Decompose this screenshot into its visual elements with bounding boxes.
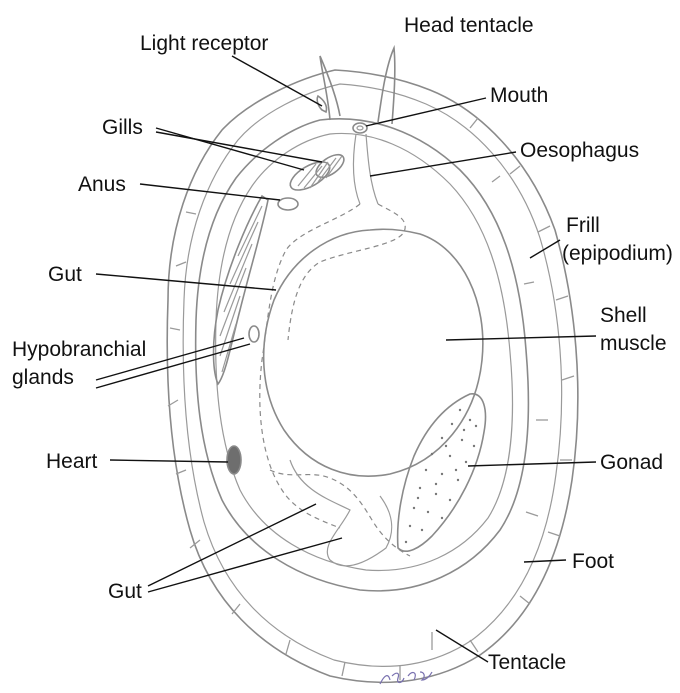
head-tentacle-right xyxy=(378,48,395,124)
label-head-tentacle: Head tentacle xyxy=(404,14,534,37)
label-foot: Foot xyxy=(572,550,614,573)
label-muscle: muscle xyxy=(600,332,667,355)
leader-gut-lower-2 xyxy=(148,538,342,592)
hypobranchial-opening xyxy=(249,326,259,342)
leader-tentacle xyxy=(436,630,488,662)
label-anus: Anus xyxy=(78,173,126,196)
leader-shell-muscle xyxy=(446,336,596,340)
mantle-outline xyxy=(196,119,529,591)
leader-mouth xyxy=(366,98,486,126)
hypobranchial-gland xyxy=(214,196,269,384)
label-gonad: Gonad xyxy=(600,451,663,474)
shell-muscle-shape xyxy=(264,229,483,476)
label-gut-upper: Gut xyxy=(48,263,82,286)
leader-gills-1 xyxy=(156,128,304,170)
gonad-stipple xyxy=(405,409,477,543)
oesophagus-shape xyxy=(353,134,378,204)
label-light-receptor: Light receptor xyxy=(140,32,268,55)
leader-gonad xyxy=(468,462,596,466)
leader-heart xyxy=(110,460,228,462)
label-hypobranchial: Hypobranchial xyxy=(12,338,146,361)
heart-shape xyxy=(227,446,241,474)
leader-gills-2 xyxy=(156,132,322,162)
mouth-inner xyxy=(357,126,363,130)
foot-inner-line xyxy=(183,84,561,666)
label-gut-lower: Gut xyxy=(108,580,142,603)
label-glands: glands xyxy=(12,366,74,389)
label-heart: Heart xyxy=(46,450,98,473)
label-frill: Frill xyxy=(566,214,600,237)
label-mouth: Mouth xyxy=(490,84,548,107)
gonad-shape xyxy=(398,394,486,551)
anus-shape xyxy=(278,198,298,210)
leader-light-receptor xyxy=(232,56,322,106)
gut-dashed-path-2 xyxy=(288,204,405,340)
mouth-shape xyxy=(353,123,367,133)
label-epipodium: (epipodium) xyxy=(562,242,673,265)
label-gills: Gills xyxy=(102,116,143,139)
label-oesophagus: Oesophagus xyxy=(520,139,639,162)
leader-foot xyxy=(524,560,566,562)
label-tentacle: Tentacle xyxy=(488,651,566,674)
label-shell: Shell xyxy=(600,304,647,327)
